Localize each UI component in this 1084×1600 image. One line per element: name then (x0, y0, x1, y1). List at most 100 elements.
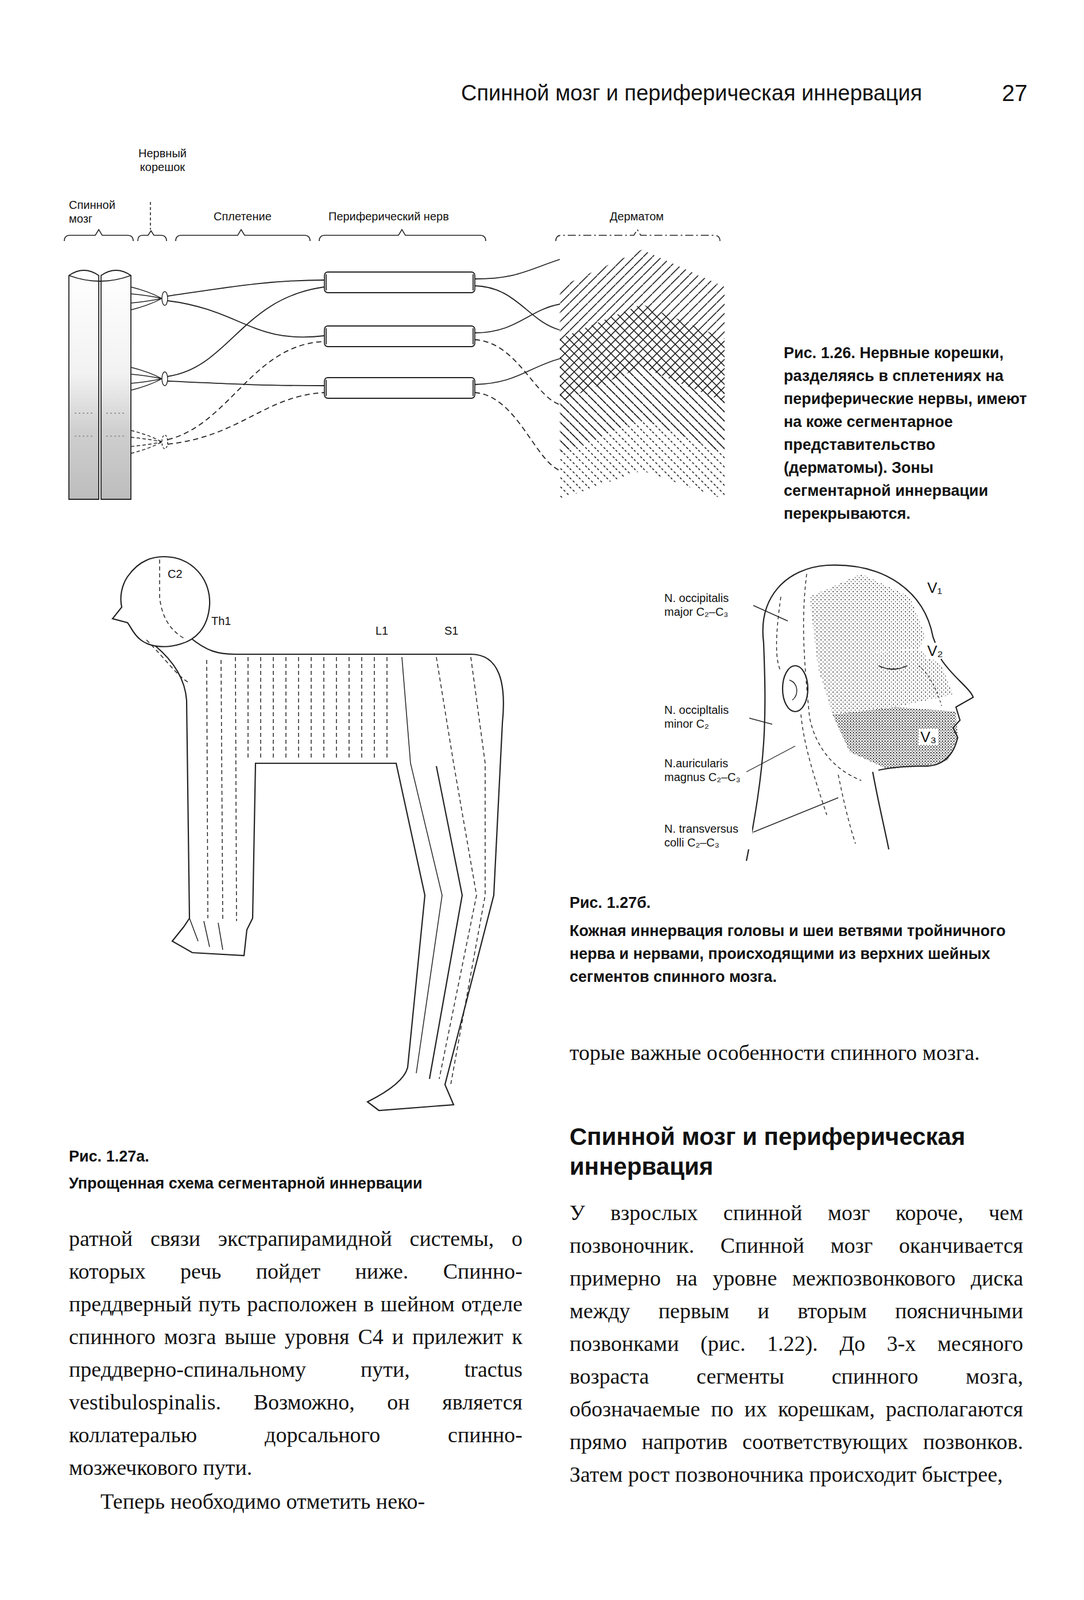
label-brackets (64, 202, 720, 242)
body-figure (189, 918, 223, 951)
label-brackets (319, 229, 486, 242)
nerve-roots (130, 287, 162, 311)
nerve-label: N. transversus colli C₂–C₃ (663, 822, 753, 850)
head-outline (872, 772, 889, 850)
nerve-label: N. occipltalis minor C₂ (663, 703, 750, 731)
nerve-roots (161, 291, 168, 306)
peripheral-nerves (324, 272, 475, 399)
leader-lines (746, 605, 839, 833)
nerve-label: N.auricularis magnus C₂–C₃ (663, 756, 747, 785)
plexus-fibres (167, 300, 325, 338)
peripheral-nerves (324, 377, 475, 399)
plexus-fibres (167, 392, 325, 445)
dermatome-lines (146, 640, 190, 684)
dermatome-lines (401, 657, 443, 1074)
plexus-fibres (167, 287, 325, 377)
spinal-cord (68, 270, 131, 500)
body-figure (429, 766, 463, 1080)
nerve-to-skin (474, 358, 560, 385)
dermatome-lines (146, 559, 486, 1086)
figure-number: Рис. 1.27б. (569, 891, 651, 915)
head-outline (746, 565, 974, 862)
figure-number: Рис. 1.27а. (68, 1145, 150, 1169)
plexus-fibres (167, 280, 325, 297)
spinal-cord (101, 270, 131, 500)
nerve-roots (130, 287, 168, 454)
label-brackets (555, 229, 720, 242)
figure-label: Дерматом (608, 209, 665, 224)
label-brackets (64, 229, 134, 242)
figure-label: Периферический нерв (327, 209, 451, 224)
segment-label: C2 (166, 567, 184, 582)
figure-caption: Кожная иннервация головы и шеи ветвями т… (569, 919, 1024, 989)
body-text: Теперь необходимо отметить неко- (68, 1485, 523, 1519)
running-header: Спинной мозг и периферическая иннервация (461, 80, 923, 106)
dermatome-lines (248, 657, 387, 761)
dermatome-lines (450, 657, 486, 1086)
leader-lines (746, 746, 796, 773)
dermatome-lines (159, 559, 184, 639)
figure-label: Спинной мозг (67, 198, 123, 226)
nerve-roots (161, 372, 168, 386)
nerve-roots (161, 435, 168, 449)
face-zones (818, 649, 954, 715)
figure-label: Нервный корешок (130, 146, 195, 174)
plexus-fibres (167, 280, 325, 445)
body-text: торые важные особенности спинного мозга. (569, 1036, 1024, 1070)
spinal-cord (68, 275, 131, 282)
peripheral-nerves (326, 274, 474, 397)
nerve-to-skin (474, 304, 560, 334)
section-heading: Спинной мозг и периферическая иннервация (569, 1122, 1024, 1183)
body-figure (155, 637, 504, 1111)
body-figure (112, 556, 504, 1111)
dermatome-lines (436, 657, 477, 1080)
head-outline (782, 666, 808, 712)
spinal-cord (74, 413, 127, 437)
figure-caption: Упрощенная схема сегментарной иннервации (68, 1172, 523, 1196)
figure-label: Сплетение (212, 209, 273, 224)
nerve-roots (130, 367, 162, 391)
leader-lines (753, 798, 839, 833)
peripheral-nerves (324, 272, 475, 293)
dermatome-hatching (559, 249, 725, 500)
segment-label: Th1 (210, 614, 232, 629)
peripheral-nerves (324, 326, 475, 347)
nerve-boundaries (800, 714, 827, 816)
leader-lines (753, 605, 788, 622)
leader-lines (746, 717, 773, 725)
body-text: ратной связи экстрапирамидной системы, о… (68, 1222, 523, 1485)
page-number: 27 (1001, 80, 1028, 106)
face-zones (809, 574, 958, 770)
head-outline (918, 666, 942, 707)
nerve-to-skin (474, 259, 560, 471)
label-brackets (149, 202, 152, 230)
dermatome-hatching (559, 355, 725, 500)
body-text: У взрослых спинной мозг короче, чем позв… (569, 1197, 1024, 1492)
spinal-cord (68, 270, 99, 500)
nerve-to-skin (474, 392, 560, 471)
label-brackets (175, 229, 311, 242)
label-brackets (137, 230, 167, 242)
nerve-label: N. occipitalis major C₂–C₃ (663, 591, 750, 619)
dermatome-lines (206, 657, 237, 922)
segment-label: S1 (443, 624, 460, 638)
figure-caption: Рис. 1.26. Нервные корешки, разделяясь в… (783, 341, 1043, 526)
head-outline (789, 680, 797, 701)
nerve-roots (130, 430, 162, 454)
nerve-boundaries (803, 574, 862, 781)
body-figure (112, 556, 210, 648)
head-outline (878, 666, 908, 670)
segment-label: L1 (374, 624, 390, 638)
nerve-branch-label: V₁ (925, 579, 944, 596)
nerve-boundaries (776, 574, 862, 845)
nerve-branch-label: V₂ (925, 643, 945, 660)
head-outline (763, 565, 974, 771)
nerve-to-skin (474, 339, 560, 405)
face-zones (832, 707, 958, 770)
plexus-fibres (167, 341, 325, 440)
nerve-branch-label: V₃ (918, 729, 939, 746)
nerve-boundaries (776, 597, 782, 672)
nerve-boundaries (838, 775, 856, 845)
nerve-to-skin (474, 259, 560, 280)
